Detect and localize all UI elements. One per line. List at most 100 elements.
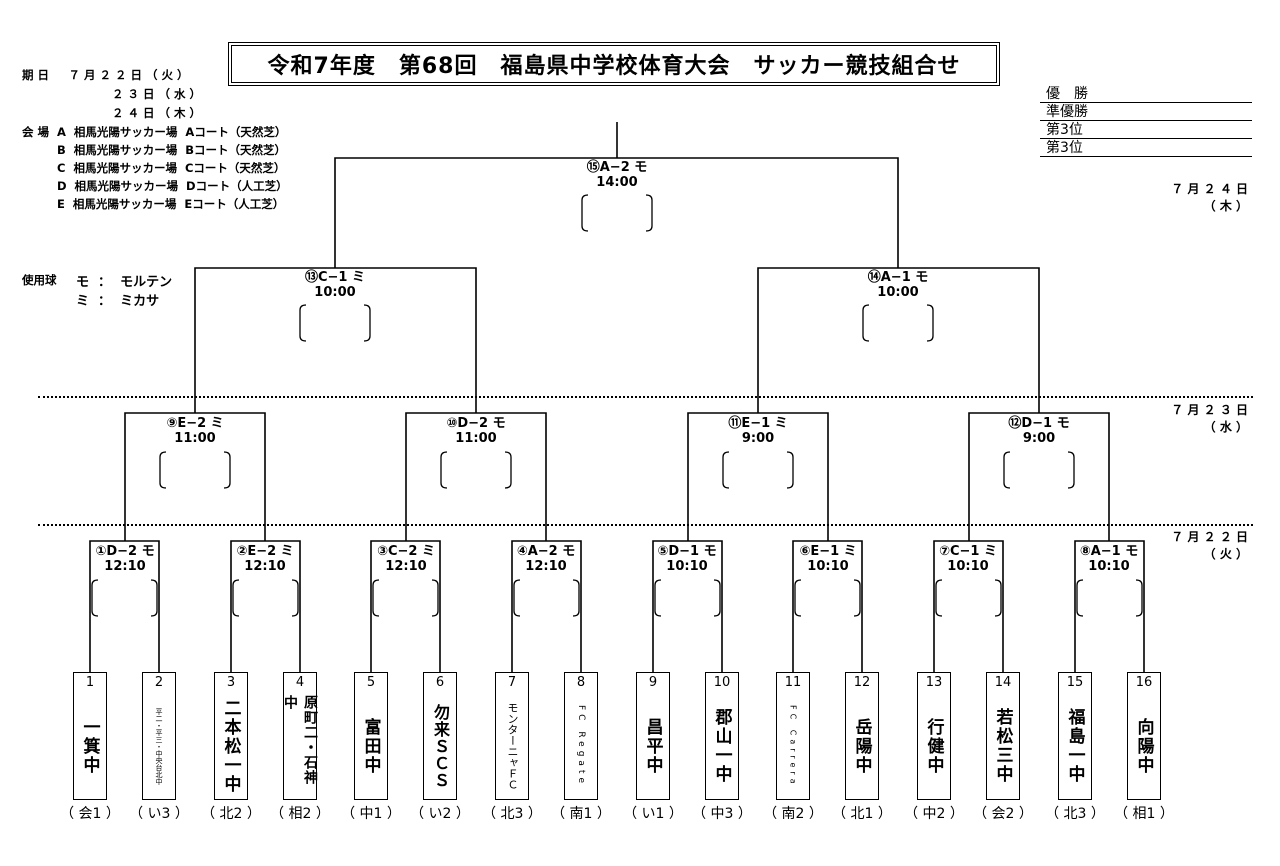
team-box-16: 16 向陽中 bbox=[1127, 672, 1161, 800]
match-8-label: ⑧A−1 モ 10:10 bbox=[1049, 544, 1169, 574]
match-2-time: 12:10 bbox=[244, 559, 286, 574]
match-9-label: ⑨E−2 ミ 11:00 bbox=[135, 416, 255, 446]
team-box-1: 1 一箕中 bbox=[73, 672, 107, 800]
match-13-time: 10:00 bbox=[314, 285, 356, 300]
team-number: 6 bbox=[435, 675, 445, 690]
match-15-code: ⑮A−2 モ bbox=[584, 160, 650, 175]
date-label-22-day: （ 火 ） bbox=[1203, 547, 1248, 561]
team-name: 向陽中 bbox=[1133, 717, 1154, 775]
ball-mikasa: ミ ： ミカサ bbox=[76, 294, 160, 309]
team-number: 9 bbox=[648, 675, 658, 690]
date-label-24-day: （ 木 ） bbox=[1203, 199, 1248, 213]
date-line-2: ２ ３ 日 （ 水 ） bbox=[112, 87, 202, 101]
team-name: 行健中 bbox=[923, 717, 944, 775]
team-region-1: （ 会1 ） bbox=[60, 806, 120, 822]
team-box-15: 15 福島一中 bbox=[1058, 672, 1092, 800]
match-7-label: ⑦C−1 ミ 10:10 bbox=[908, 544, 1028, 574]
match-5-code: ⑤D−1 モ bbox=[657, 544, 717, 559]
team-region-16: （ 相1 ） bbox=[1114, 806, 1174, 822]
team-number: 14 bbox=[994, 675, 1012, 690]
rank-third-1: 第3位 bbox=[1040, 122, 1252, 139]
match-1-code: ①D−2 モ bbox=[95, 544, 155, 559]
team-number: 3 bbox=[226, 675, 236, 690]
match-15-time: 14:00 bbox=[596, 175, 638, 190]
match-15-label: ⑮A−2 モ 14:00 bbox=[557, 160, 677, 190]
match-12-time: 9:00 bbox=[1022, 431, 1056, 446]
team-box-9: 9 昌平中 bbox=[636, 672, 670, 800]
team-name: モンターニャＦＣ bbox=[506, 702, 519, 790]
team-name: FC Carrera bbox=[788, 704, 798, 788]
team-box-5: 5 富田中 bbox=[354, 672, 388, 800]
team-region-13: （ 中2 ） bbox=[904, 806, 964, 822]
team-box-7: 7 モンターニャＦＣ bbox=[495, 672, 529, 800]
match-14-time: 10:00 bbox=[877, 285, 919, 300]
match-1-time: 12:10 bbox=[104, 559, 146, 574]
team-name: 福島一中 bbox=[1064, 708, 1085, 784]
match-2-code: ②E−2 ミ bbox=[236, 544, 294, 559]
rank-third-2: 第3位 bbox=[1040, 140, 1252, 157]
team-name: 郡山一中 bbox=[711, 708, 732, 784]
team-number: 5 bbox=[366, 675, 376, 690]
date-label-22: ７ 月 ２ ２ 日 bbox=[1171, 530, 1248, 544]
team-region-4: （ 相2 ） bbox=[270, 806, 330, 822]
match-12-label: ⑫D−1 モ 9:00 bbox=[979, 416, 1099, 446]
match-4-label: ④A−2 モ 12:10 bbox=[486, 544, 606, 574]
match-3-time: 12:10 bbox=[385, 559, 427, 574]
match-14-label: ⑭A−1 モ 10:00 bbox=[838, 270, 958, 300]
team-number: 16 bbox=[1135, 675, 1153, 690]
match-4-code: ④A−2 モ bbox=[516, 544, 576, 559]
team-number: 8 bbox=[576, 675, 586, 690]
team-name: 富田中 bbox=[360, 717, 381, 775]
team-number: 15 bbox=[1066, 675, 1084, 690]
page-title: 令和7年度 第68回 福島県中学校体育大会 サッカー競技組合せ bbox=[228, 42, 1000, 86]
match-7-code: ⑦C−1 ミ bbox=[938, 544, 997, 559]
team-name: 原町二・石神中 bbox=[282, 695, 318, 785]
date-label-23-day: （ 水 ） bbox=[1203, 420, 1248, 434]
team-number: 13 bbox=[925, 675, 943, 690]
team-name: 二本松一中 bbox=[220, 698, 241, 794]
date-line-1: 期 日 ７ 月 ２ ２ 日 （ 火 ） bbox=[22, 68, 189, 82]
team-name: 昌平中 bbox=[642, 717, 663, 775]
match-1-label: ①D−2 モ 12:10 bbox=[65, 544, 185, 574]
rank-runner-up: 準優勝 bbox=[1040, 104, 1252, 121]
team-region-7: （ 北3 ） bbox=[482, 806, 542, 822]
team-number: 2 bbox=[154, 675, 164, 690]
team-box-8: 8 FC Regate bbox=[564, 672, 598, 800]
team-box-6: 6 勿来ＳＣＳ bbox=[423, 672, 457, 800]
match-10-label: ⑩D−2 モ 11:00 bbox=[416, 416, 536, 446]
match-11-label: ⑪E−1 ミ 9:00 bbox=[698, 416, 818, 446]
team-region-8: （ 南1 ） bbox=[551, 806, 611, 822]
team-region-6: （ い2 ） bbox=[410, 806, 470, 822]
team-region-14: （ 会2 ） bbox=[973, 806, 1033, 822]
team-box-2: 2 平二・平三・中央台北中 bbox=[142, 672, 176, 800]
team-box-13: 13 行健中 bbox=[917, 672, 951, 800]
team-region-12: （ 北1 ） bbox=[832, 806, 892, 822]
team-name: FC Regate bbox=[576, 704, 586, 787]
date-label-23: ７ 月 ２ ３ 日 bbox=[1171, 403, 1248, 417]
match-6-time: 10:10 bbox=[807, 559, 849, 574]
match-9-time: 11:00 bbox=[174, 431, 216, 446]
team-region-2: （ い3 ） bbox=[129, 806, 189, 822]
match-10-code: ⑩D−2 モ bbox=[446, 416, 506, 431]
title-text: 令和7年度 第68回 福島県中学校体育大会 サッカー競技組合せ bbox=[267, 54, 961, 79]
rank-champion: 優 勝 bbox=[1040, 86, 1252, 103]
team-number: 1 bbox=[85, 675, 95, 690]
ball-label: 使用球 bbox=[22, 273, 57, 287]
team-region-5: （ 中1 ） bbox=[341, 806, 401, 822]
day-separator-23 bbox=[38, 396, 1253, 398]
match-13-label: ⑬C−1 ミ 10:00 bbox=[275, 270, 395, 300]
venue-line-a: 会 場 A 相馬光陽サッカー場 Aコート（天然芝） bbox=[22, 125, 287, 139]
team-box-12: 12 岳陽中 bbox=[845, 672, 879, 800]
match-8-time: 10:10 bbox=[1088, 559, 1130, 574]
match-3-label: ③C−2 ミ 12:10 bbox=[346, 544, 466, 574]
date-label-24: ７ 月 ２ ４ 日 bbox=[1171, 182, 1248, 196]
team-number: 10 bbox=[713, 675, 731, 690]
team-name: 勿来ＳＣＳ bbox=[431, 703, 450, 789]
team-number: 12 bbox=[853, 675, 871, 690]
team-region-9: （ い1 ） bbox=[623, 806, 683, 822]
team-number: 7 bbox=[507, 675, 517, 690]
team-number: 4 bbox=[295, 675, 305, 690]
venue-line-e: E 相馬光陽サッカー場 Eコート（人工芝） bbox=[57, 197, 285, 211]
match-4-time: 12:10 bbox=[525, 559, 567, 574]
